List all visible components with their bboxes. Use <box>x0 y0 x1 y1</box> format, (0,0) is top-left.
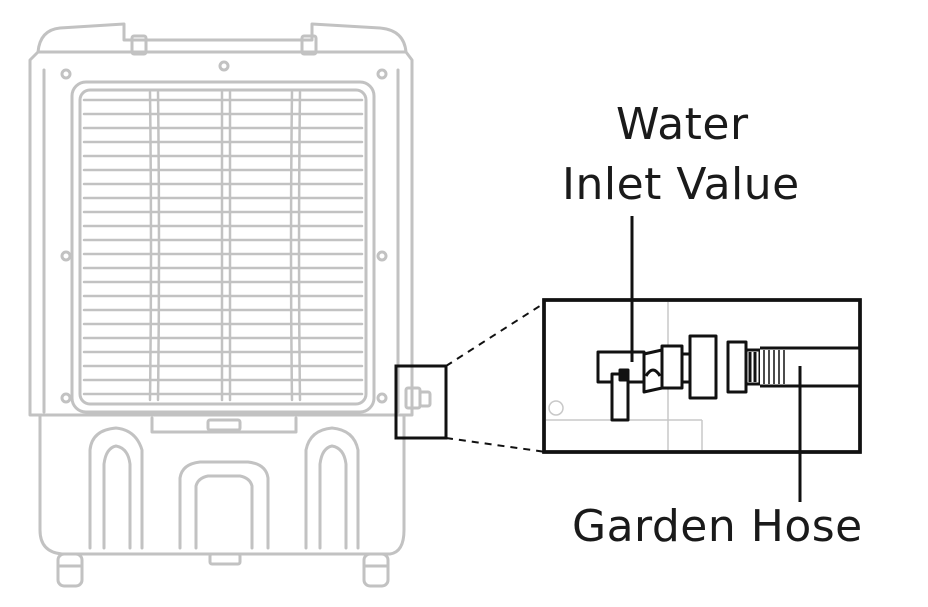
base-lip <box>150 416 298 434</box>
small-callout-box <box>394 364 448 440</box>
grille-frame-inner <box>78 88 368 406</box>
body-screw <box>376 392 388 404</box>
body-screw <box>376 250 388 262</box>
base-pocket-inner <box>318 444 348 550</box>
base-slot <box>206 418 242 432</box>
water-inlet-label-line1: Water <box>616 99 749 150</box>
side-valve-nub <box>418 390 432 408</box>
cooler-top-lid <box>36 22 408 54</box>
grille-dividers <box>148 90 302 402</box>
caster-wheel <box>362 552 390 588</box>
grille-frame-outer <box>70 80 376 414</box>
lid-screw <box>218 60 230 72</box>
zoom-connector-lines <box>445 301 547 453</box>
caster-wheel <box>56 552 84 588</box>
body-screw <box>60 250 72 262</box>
base-pocket <box>178 460 270 550</box>
air-cooler-illustration <box>28 22 432 588</box>
garden-hose-label: Garden Hose <box>572 501 863 552</box>
body-screw <box>60 68 72 80</box>
garden-hose-icon <box>726 340 860 394</box>
base-pocket-inner <box>102 444 132 550</box>
body-screw <box>60 392 72 404</box>
water-inlet-label-line2: Inlet Value <box>562 159 800 210</box>
body-screw <box>376 68 388 80</box>
base-pocket <box>88 426 144 550</box>
bottom-foot <box>208 552 242 566</box>
detail-box <box>542 298 862 454</box>
lid-clip-right <box>300 34 318 56</box>
cooler-body <box>28 50 414 417</box>
base-pocket-inner <box>194 474 254 550</box>
lid-clip-left <box>130 34 148 56</box>
water-inlet-valve-icon <box>596 334 718 422</box>
base-pocket <box>304 426 360 550</box>
